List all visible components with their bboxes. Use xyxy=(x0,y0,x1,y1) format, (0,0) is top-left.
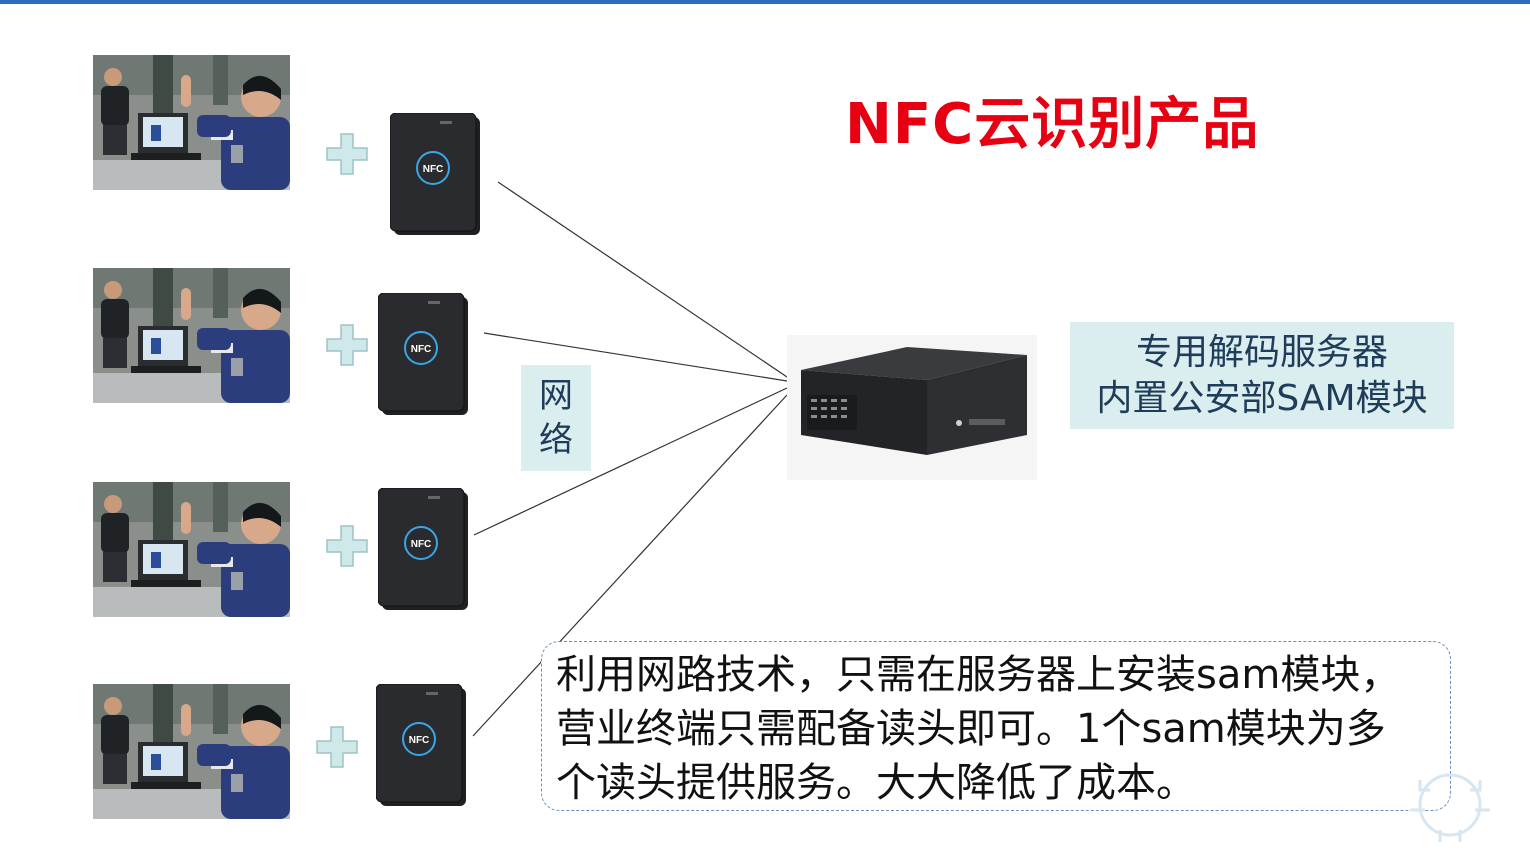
connection-line-1 xyxy=(497,181,788,378)
callout-line-1: 利用网路技术，只需在服务器上安装sam模块， xyxy=(556,652,1401,698)
officer-photo-2 xyxy=(93,268,290,403)
officer-photo-4 xyxy=(93,684,290,819)
plus-icon xyxy=(326,324,368,366)
network-label-char-2: 络 xyxy=(539,420,573,460)
officer-photo-1 xyxy=(93,55,290,190)
nfc-reader-device-4 xyxy=(376,684,467,807)
description-callout: 利用网路技术，只需在服务器上安装sam模块， 营业终端只需配备读头即可。1个sa… xyxy=(541,641,1451,811)
top-accent-bar xyxy=(0,0,1530,4)
connection-line-4 xyxy=(472,394,788,737)
nfc-reader-device-3 xyxy=(378,488,469,611)
callout-line-3: 个读头提供服务。大大降低了成本。 xyxy=(556,760,1196,806)
nfc-reader-device-2 xyxy=(378,293,469,416)
server-label-box: 专用解码服务器 内置公安部SAM模块 xyxy=(1070,322,1454,429)
circuit-watermark-icon xyxy=(1410,773,1490,842)
server-label-line2: 内置公安部SAM模块 xyxy=(1096,377,1428,419)
plus-icon xyxy=(316,726,358,768)
network-label: 网 络 xyxy=(521,365,591,471)
connection-line-3 xyxy=(473,387,788,536)
slide-title: NFC云识别产品 xyxy=(845,92,1260,157)
plus-icon xyxy=(326,525,368,567)
server-label-line1: 专用解码服务器 xyxy=(1135,331,1388,373)
connection-line-2 xyxy=(483,332,788,382)
officer-photo-3 xyxy=(93,482,290,617)
network-label-char-1: 网 xyxy=(539,376,573,416)
plus-icon xyxy=(326,133,368,175)
nfc-reader-device-1 xyxy=(390,113,481,236)
callout-line-2: 营业终端只需配备读头即可。1个sam模块为多 xyxy=(556,706,1386,752)
decoding-server-image xyxy=(787,335,1037,480)
